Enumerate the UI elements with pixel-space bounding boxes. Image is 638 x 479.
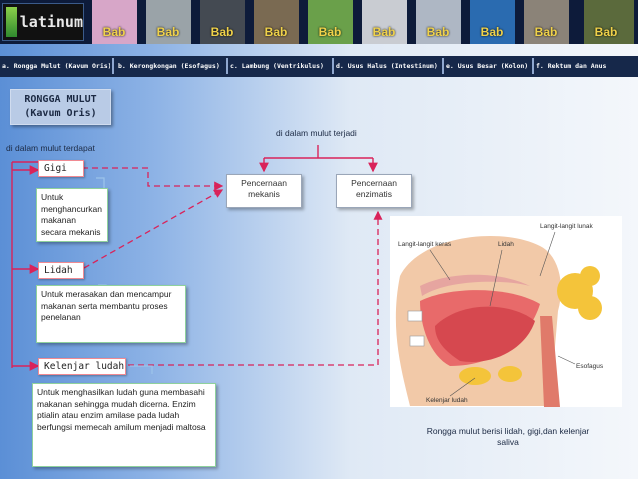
nav-divider	[112, 58, 114, 74]
section-nav: a. Rongga Mulut (Kavum Oris) b. Kerongko…	[0, 56, 638, 77]
thumb-label: Bab	[426, 25, 450, 39]
lbl-esophagus: Esofagus	[576, 363, 604, 370]
tag-kelenjar-ludah[interactable]: Kelenjar ludah	[38, 358, 126, 375]
chapter-thumb-1[interactable]: Bab	[92, 0, 137, 44]
lbl-tongue: Lidah	[498, 241, 514, 248]
inside-mouth-label: di dalam mulut terdapat	[6, 143, 95, 153]
logo-icon	[6, 7, 17, 37]
nav-lambung[interactable]: c. Lambung (Ventrikulus)	[230, 62, 324, 70]
proc-mekanis[interactable]: Pencernaan mekanis	[226, 174, 302, 208]
nav-rektum-anus[interactable]: f. Rektum dan Anus	[536, 62, 607, 70]
lbl-salivary: Kelenjar ludah	[426, 397, 468, 404]
illustration-caption: Rongga mulut berisi lidah, gigi,dan kele…	[426, 426, 590, 447]
chapter-thumb-9[interactable]: Bab	[524, 0, 569, 44]
mouth-illustration: Langit-langit keras Langit-langit lunak …	[390, 216, 622, 407]
nav-divider	[442, 58, 444, 74]
title-line-1: RONGGA MULUT	[24, 94, 97, 105]
nav-usus-halus[interactable]: d. Usus Halus (Intestinum)	[336, 62, 438, 70]
desc-kelenjar-ludah: Untuk menghasilkan ludah guna membasahi …	[32, 383, 216, 467]
nav-divider	[226, 58, 228, 74]
chapter-thumb-7[interactable]: Bab	[416, 0, 461, 44]
lbl-hard-palate: Langit-langit keras	[398, 241, 452, 248]
thumb-label: Bab	[480, 25, 504, 39]
nav-divider	[332, 58, 334, 74]
thumb-label: Bab	[264, 25, 288, 39]
desc-gigi: Untuk menghancurkan makanan secara mekan…	[36, 188, 108, 242]
thumb-label: Bab	[102, 25, 126, 39]
thumb-label: Bab	[534, 25, 558, 39]
thumb-label: Bab	[210, 25, 234, 39]
thumb-label: Bab	[594, 25, 618, 39]
chapter-thumb-6[interactable]: Bab	[362, 0, 407, 44]
top-banner: latinum Bab Bab Bab Bab Bab Bab Bab Bab …	[0, 0, 638, 44]
proc-enzimatis[interactable]: Pencernaan enzimatis	[336, 174, 412, 208]
happens-label: di dalam mulut terjadi	[276, 128, 357, 138]
mouth-anatomy-image: Langit-langit keras Langit-langit lunak …	[390, 216, 622, 407]
logo-text: latinum	[19, 13, 83, 31]
tag-lidah[interactable]: Lidah	[38, 262, 84, 279]
desc-lidah: Untuk merasakan dan mencampur makanan se…	[36, 285, 186, 343]
chapter-thumb-2[interactable]: Bab	[146, 0, 191, 44]
nav-usus-besar[interactable]: e. Usus Besar (Kolon)	[446, 62, 529, 70]
thumb-label: Bab	[318, 25, 342, 39]
tag-gigi[interactable]: Gigi	[38, 160, 84, 177]
chapter-thumbnails: Bab Bab Bab Bab Bab Bab Bab Bab Bab Bab	[92, 0, 638, 44]
title-line-2: (Kavum Oris)	[24, 108, 97, 119]
thumb-label: Bab	[372, 25, 396, 39]
chapter-thumb-10[interactable]: Bab	[584, 0, 634, 44]
nav-kerongkongan[interactable]: b. Kerongkongan (Esofagus)	[118, 62, 220, 70]
thumb-label: Bab	[156, 25, 180, 39]
chapter-thumb-3[interactable]: Bab	[200, 0, 245, 44]
logo[interactable]: latinum	[2, 3, 84, 41]
chapter-thumb-4[interactable]: Bab	[254, 0, 299, 44]
nav-rongga-mulut[interactable]: a. Rongga Mulut (Kavum Oris)	[2, 62, 110, 70]
chapter-thumb-8[interactable]: Bab	[470, 0, 515, 44]
page-title: RONGGA MULUT (Kavum Oris)	[10, 89, 111, 125]
nav-divider	[532, 58, 534, 74]
chapter-thumb-5[interactable]: Bab	[308, 0, 353, 44]
lbl-soft-palate: Langit-langit lunak	[540, 223, 594, 230]
